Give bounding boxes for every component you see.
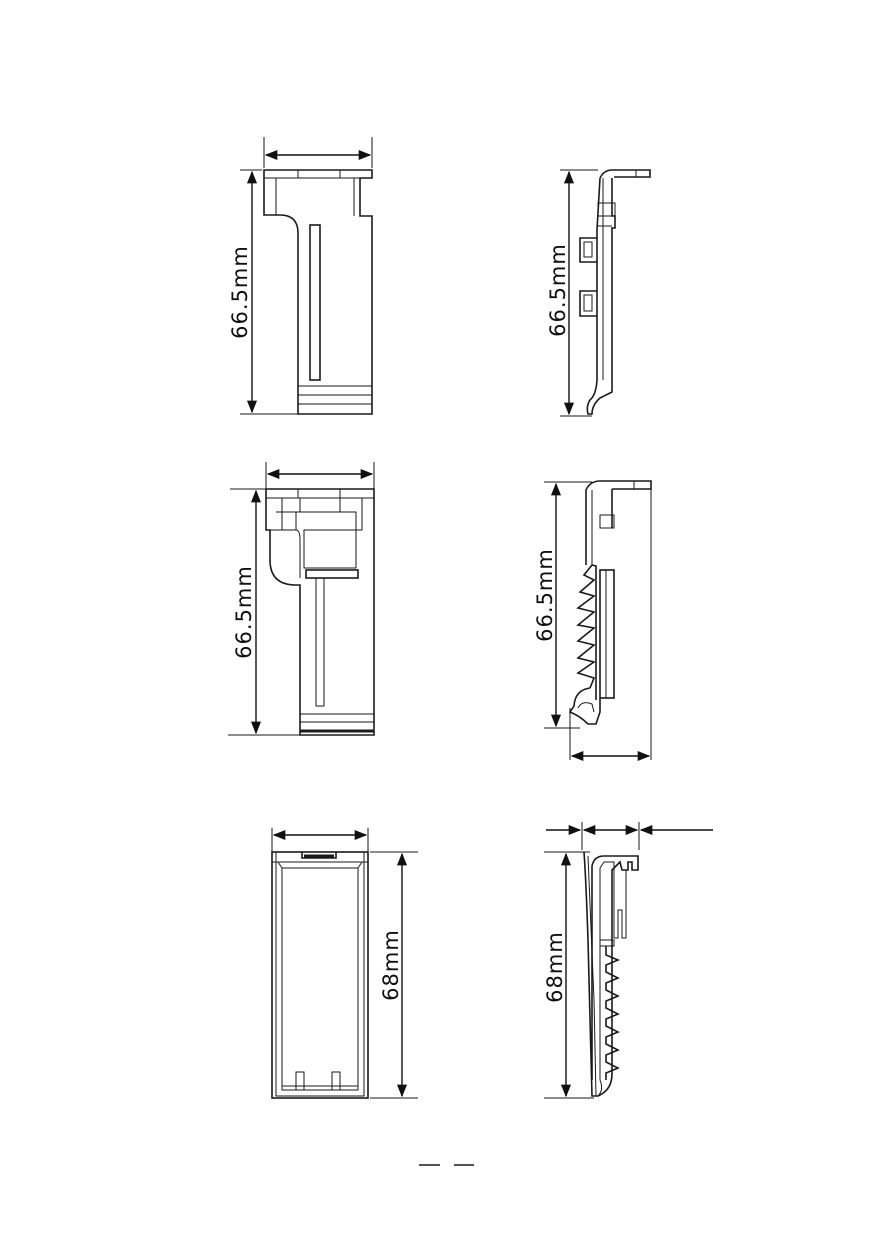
view-6-height-label: 68mm — [543, 931, 567, 1003]
view-1-front: 66.5mm — [228, 137, 372, 414]
view-4-height-label: 66.5mm — [533, 548, 557, 642]
view-1-height-label: 66.5mm — [228, 245, 252, 339]
view-2-side: 66.5mm — [546, 170, 650, 416]
view-5-height-label: 68mm — [379, 929, 403, 1001]
view-3-height-label: 66.5mm — [232, 565, 256, 659]
view-3-front: 66.5mm — [228, 462, 374, 735]
view-6-side: 68mm — [543, 822, 713, 1098]
view-4-side: 66.5mm — [533, 481, 651, 760]
view-5-front: 68mm — [272, 828, 418, 1098]
view-2-height-label: 66.5mm — [546, 243, 570, 337]
